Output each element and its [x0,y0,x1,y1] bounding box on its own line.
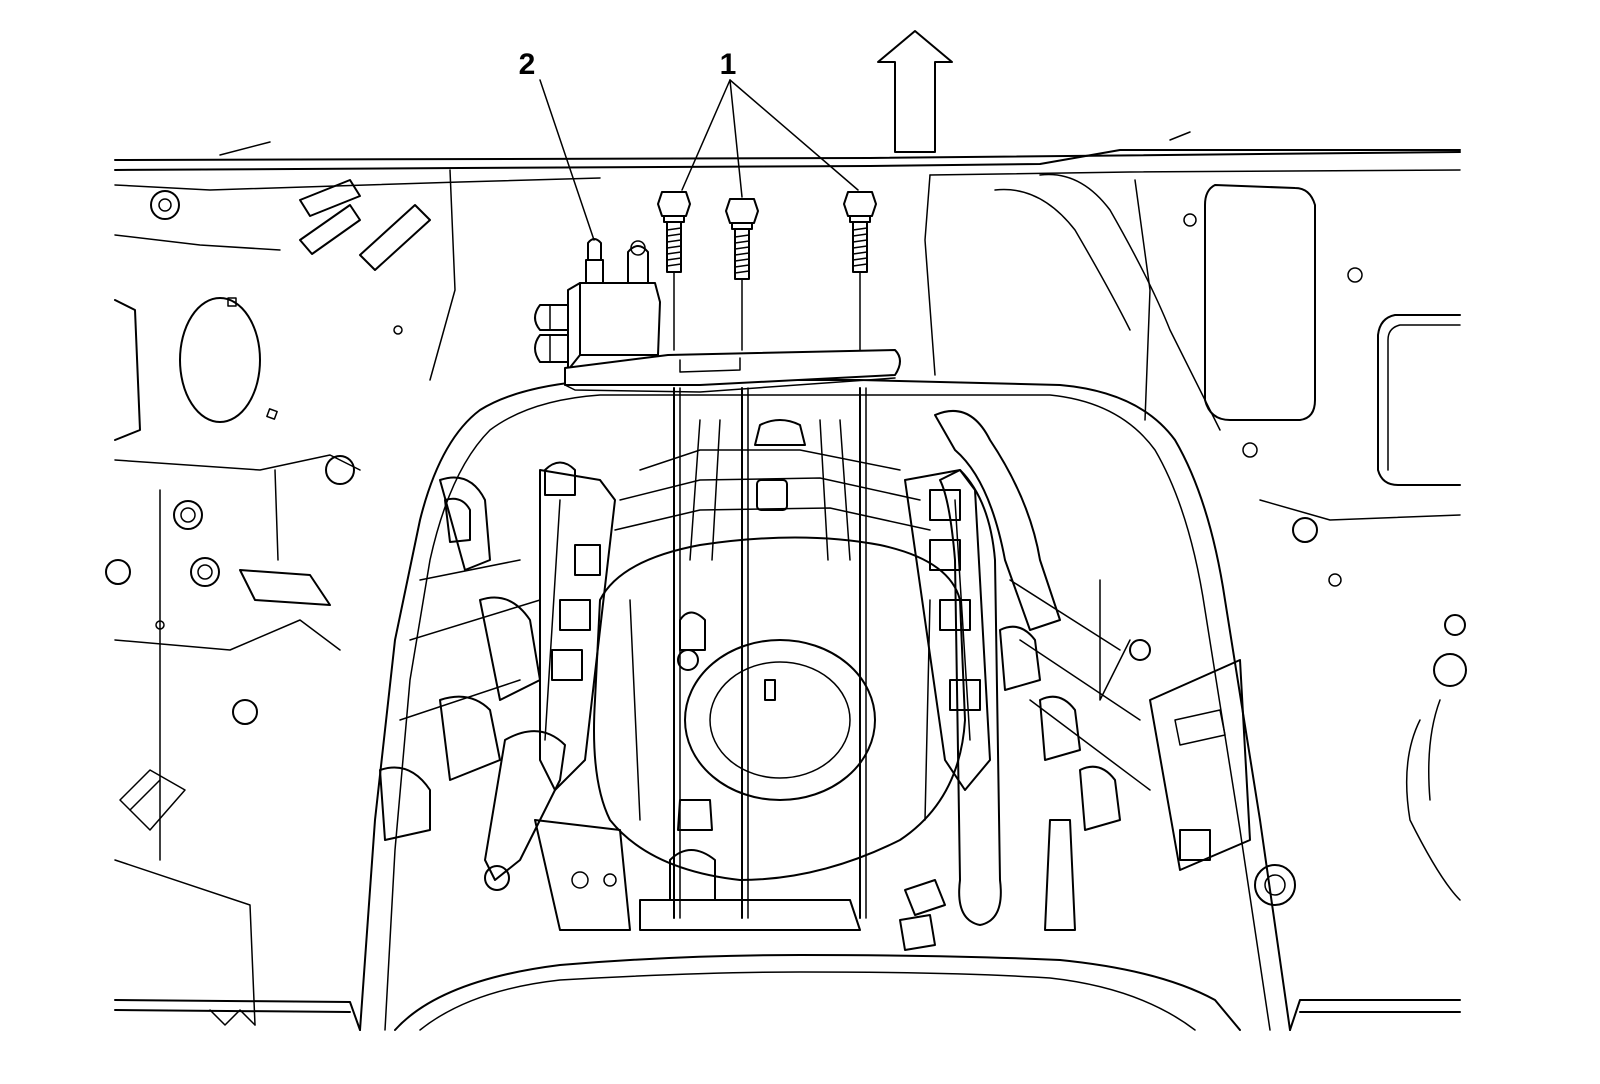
right-fuel-rail [899,410,1296,951]
right-fender-panel [994,173,1467,901]
bolt-left [657,191,691,273]
callout-label-2: 2 [519,48,536,81]
bolt-right [843,191,877,273]
left-fuel-rail [379,461,631,931]
intake-manifold [593,419,966,931]
cowl-panel [114,131,1461,381]
up-arrow-icon [877,30,953,153]
bolt-center [725,198,759,280]
purge-solenoid-assembly [534,238,901,393]
callout-label-1: 1 [720,48,737,81]
left-fender-panel [105,179,431,1026]
engine-bay-opening [114,379,1461,1031]
bolt-alignment-lines [673,271,867,919]
callout-leaders [539,79,859,241]
